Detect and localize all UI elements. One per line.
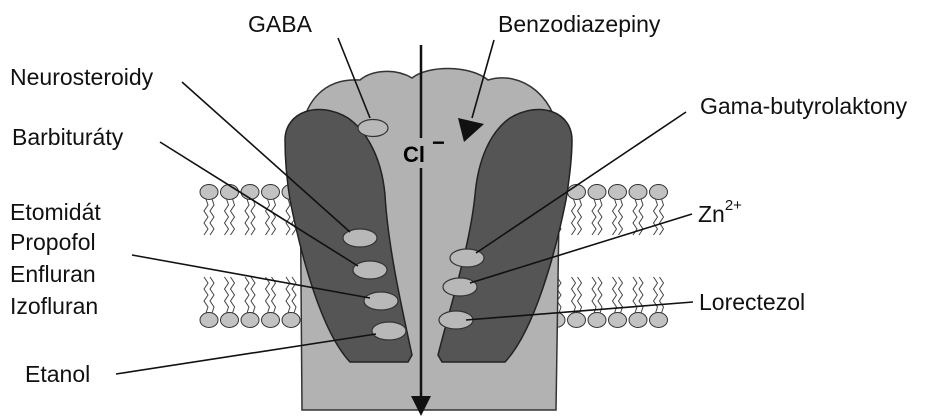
label-barbituraty: Barbituráty <box>12 124 124 150</box>
lipid-tail <box>292 277 296 313</box>
lipid-tail <box>210 277 214 313</box>
binding-site-etanol <box>372 322 406 340</box>
lipid-head <box>588 185 606 200</box>
lipid-tail <box>231 199 235 235</box>
lipid-head <box>262 185 280 200</box>
lipid-tail <box>592 199 596 235</box>
lipid-tail <box>266 277 270 313</box>
lipid-tail <box>210 199 214 235</box>
label-gama-butyrolaktony: Gama-butyrolaktony <box>700 93 908 119</box>
lipid-tail <box>204 199 208 235</box>
label-benzodiazepiny: Benzodiazepiny <box>498 11 661 37</box>
lipid-tail <box>613 199 617 235</box>
lipid-tail <box>654 199 658 235</box>
lipid-tail <box>272 199 276 235</box>
lipid-tail <box>572 199 576 235</box>
lipid-tail <box>225 199 229 235</box>
lipid-head <box>568 313 586 328</box>
label-etanol: Etanol <box>25 361 90 387</box>
lipid-tail <box>204 277 208 313</box>
lipid-head <box>650 313 668 328</box>
lipid-head <box>282 313 300 328</box>
lipid-tail <box>660 277 664 313</box>
label-lorectezol: Lorectezol <box>699 289 805 315</box>
lipid-tail <box>592 277 596 313</box>
lipid-tail <box>654 277 658 313</box>
lipid-tail <box>245 199 249 235</box>
lipid-tail <box>633 277 637 313</box>
label-etomidat: Etomidát <box>10 199 101 225</box>
lipid-head <box>221 185 239 200</box>
lipid-tail <box>598 199 602 235</box>
lipid-tail <box>639 277 643 313</box>
lipid-tail <box>660 199 664 235</box>
lipid-head <box>221 313 239 328</box>
lipid-head <box>609 185 627 200</box>
label-neurosteroidy: Neurosteroidy <box>10 64 154 90</box>
label-zinc: Zn2+ <box>698 197 742 227</box>
lipid-tail <box>286 199 290 235</box>
lipid-head <box>629 185 647 200</box>
label-izofluran: Izofluran <box>10 293 98 319</box>
lipid-tail <box>633 199 637 235</box>
lipid-head <box>200 185 218 200</box>
lipid-head <box>568 185 586 200</box>
lipid-tail <box>251 277 255 313</box>
lipid-tail <box>225 277 229 313</box>
lipid-head <box>262 313 280 328</box>
lipid-tail <box>251 199 255 235</box>
lipid-head <box>200 313 218 328</box>
chloride-ion-charge: − <box>432 130 445 155</box>
lipid-tail <box>245 277 249 313</box>
lipid-tail <box>572 277 576 313</box>
binding-site-zinc <box>443 278 477 296</box>
binding-site-anesthetics <box>364 292 398 310</box>
lipid-tail <box>578 277 582 313</box>
lipid-tail <box>598 277 602 313</box>
label-propofol: Propofol <box>10 229 96 255</box>
receptor-channel <box>285 68 572 410</box>
lipid-head <box>650 185 668 200</box>
lipid-tail <box>578 199 582 235</box>
lipid-tail <box>619 199 623 235</box>
binding-site-neurosteroidy <box>343 229 377 247</box>
label-gaba: GABA <box>248 11 313 37</box>
lipid-head <box>609 313 627 328</box>
lipid-head <box>241 313 259 328</box>
lipid-head <box>241 185 259 200</box>
label-enfluran: Enfluran <box>10 261 96 287</box>
lipid-tail <box>272 277 276 313</box>
lipid-head <box>629 313 647 328</box>
binding-site-barbituraty <box>353 261 387 279</box>
lipid-head <box>588 313 606 328</box>
binding-site-gaba <box>358 120 388 137</box>
lipid-tail <box>231 277 235 313</box>
lipid-tail <box>266 199 270 235</box>
chloride-ion-label: Cl <box>403 142 425 167</box>
